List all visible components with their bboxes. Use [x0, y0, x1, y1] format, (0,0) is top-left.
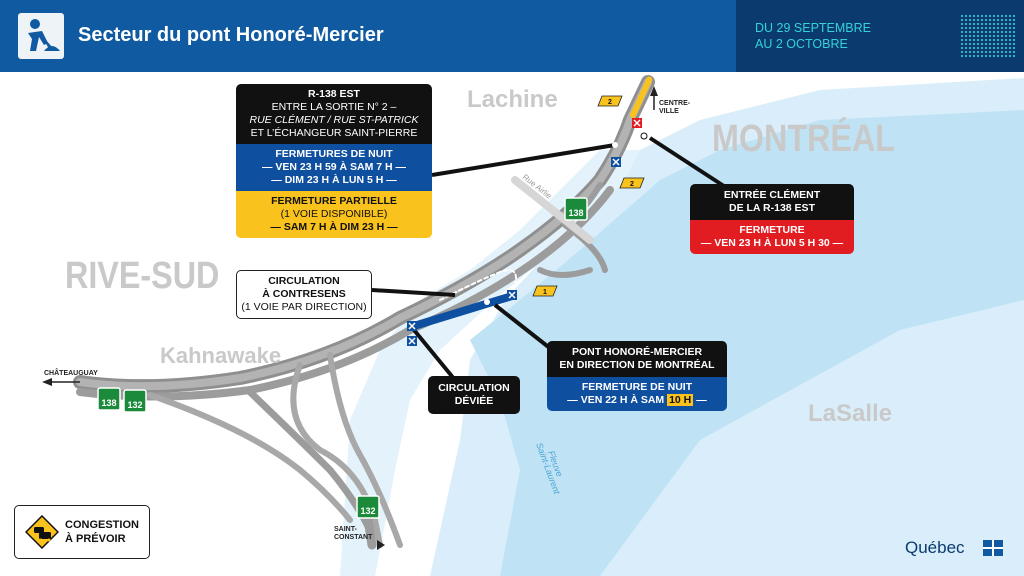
decorative-dots	[960, 14, 1016, 58]
callout-bridge-night: FERMETURE DE NUIT — VEN 22 H À SAM 10 H …	[547, 377, 727, 411]
shield-132-a: 132	[123, 389, 147, 413]
road-138-main-inner	[76, 78, 652, 391]
callout-r138-header: R-138 EST ENTRE LA SORTIE N° 2 – RUE CLÉ…	[236, 84, 432, 144]
callout-detour: CIRCULATION DÉVIÉE	[428, 376, 520, 414]
callout-detour-line2: DÉVIÉE	[454, 395, 494, 407]
callout-clement-closure: ENTRÉE CLÉMENT DE LA R-138 EST FERMETURE…	[690, 184, 854, 254]
road-rue-airlie	[511, 176, 594, 244]
callout-clement-closure-time: FERMETURE — VEN 23 H À LUN 5 H 30 —	[690, 220, 854, 254]
callout-r138-partial: FERMETURE PARTIELLE (1 VOIE DISPONIBLE) …	[236, 191, 432, 238]
label-saint-constant: SAINT- CONSTANT	[334, 526, 372, 542]
label-saint-constant-2: CONSTANT	[334, 534, 373, 541]
label-centre-ville: CENTRE- VILLE	[659, 100, 690, 116]
road-ramp-east	[537, 267, 593, 278]
date-start: DU 29 SEPTEMBRE	[755, 21, 872, 35]
svg-text:132: 132	[127, 400, 142, 410]
svg-text:138: 138	[101, 398, 116, 408]
place-montreal: MONTRÉAL	[712, 118, 896, 160]
direction-arrows	[42, 86, 658, 550]
date-range: DU 29 SEPTEMBRE AU 2 OCTOBRE	[755, 20, 871, 52]
closure-markers	[407, 118, 642, 346]
svg-text:132: 132	[360, 506, 375, 516]
callout-r138-partial-2: — SAM 7 H À DIM 23 H —	[270, 221, 398, 233]
pointer-clement	[648, 136, 732, 192]
callout-r138-night-1: — VEN 23 H 59 À SAM 7 H —	[261, 161, 407, 173]
pointer-contresens	[371, 288, 456, 297]
quebec-logo-text: Québec	[905, 538, 965, 557]
road-138-south	[76, 186, 614, 401]
callout-bridge-night-pre: — VEN 22 H À SAM	[567, 394, 665, 406]
callout-r138-night: FERMETURES DE NUIT — VEN 23 H 59 À SAM 7…	[236, 144, 432, 191]
traffic-jam-icon	[24, 514, 60, 550]
callout-r138-line3: ET L’ÉCHANGEUR SAINT-PIERRE	[250, 127, 418, 139]
callout-clement-closure-title: FERMETURE	[739, 224, 805, 236]
place-kahnawake: Kahnawake	[160, 343, 282, 368]
road-interchange-loop-4	[147, 392, 353, 523]
svg-text:2: 2	[630, 181, 634, 188]
callout-clement-title-1: ENTRÉE CLÉMENT	[723, 189, 821, 201]
date-end: AU 2 OCTOBRE	[755, 37, 848, 51]
place-rive-sud: RIVE-SUD	[65, 255, 220, 297]
legend-line1: CONGESTION	[65, 519, 139, 531]
callout-contraflow-line3: (1 VOIE PAR DIRECTION)	[241, 301, 367, 313]
callout-bridge-header: PONT HONORÉ-MERCIER EN DIRECTION DE MONT…	[547, 341, 727, 377]
callout-r138-partial-1: (1 VOIE DISPONIBLE)	[280, 208, 388, 220]
callout-bridge-night-title: FERMETURE DE NUIT	[581, 381, 693, 393]
callout-bridge-title-2: EN DIRECTION DE MONTRÉAL	[559, 359, 715, 371]
legend-line2: À PRÉVOIR	[65, 533, 126, 545]
exit-sign-1: 1	[532, 285, 558, 297]
callout-detour-line1: CIRCULATION	[438, 382, 510, 394]
callout-clement-header: ENTRÉE CLÉMENT DE LA R-138 EST	[690, 184, 854, 220]
callout-bridge-night-time: — VEN 22 H À SAM 10 H —	[553, 394, 721, 407]
place-lachine: Lachine	[467, 86, 558, 113]
callout-r138-line2: RUE CLÉMENT / RUE ST-PATRICK	[249, 114, 419, 126]
legend-congestion: CONGESTION À PRÉVOIR	[14, 505, 150, 559]
label-saint-constant-1: SAINT-	[334, 526, 357, 533]
callout-bridge-title-1: PONT HONORÉ-MERCIER	[571, 346, 703, 358]
callout-r138-title: R-138 EST	[308, 88, 360, 100]
arrow-chateauguay-icon	[42, 378, 52, 386]
bridge-closure-segment	[410, 292, 516, 330]
callout-clement-closure-value: — VEN 23 H À LUN 5 H 30 —	[700, 237, 844, 249]
exit-sign-2a: 2	[597, 95, 623, 107]
svg-text:2: 2	[608, 99, 612, 106]
label-centre-ville-2: VILLE	[659, 108, 679, 115]
callout-r138-closure: R-138 EST ENTRE LA SORTIE N° 2 – RUE CLÉ…	[236, 84, 432, 238]
callout-contraflow-line1: CIRCULATION	[268, 275, 340, 287]
shield-138-b: 138	[97, 387, 121, 411]
callout-clement-title-2: DE LA R-138 EST	[729, 202, 815, 214]
road-interchange-loop-3	[327, 352, 403, 548]
callout-r138-night-2: — DIM 23 H À LUN 5 H —	[271, 174, 397, 186]
callout-r138-line1: ENTRE LA SORTIE N° 2 –	[271, 101, 397, 113]
place-lasalle: LaSalle	[808, 400, 893, 427]
callout-bridge-night-highlight: 10 H	[667, 394, 694, 406]
svg-text:138: 138	[568, 208, 583, 218]
pointer-deviee	[412, 328, 457, 382]
quebec-flag-icon	[983, 540, 1003, 556]
pointer-r138	[431, 143, 616, 177]
label-centre-ville-1: CENTRE-	[659, 100, 691, 107]
road-worker-icon	[18, 13, 64, 59]
page-title: Secteur du pont Honoré-Mercier	[78, 24, 384, 46]
river-channel	[470, 110, 1024, 576]
arrow-saint-constant-icon	[377, 540, 385, 550]
legend-text: CONGESTION À PRÉVOIR	[65, 518, 139, 546]
contraflow-route	[439, 269, 517, 301]
shield-132-b: 132	[356, 495, 380, 519]
exit-sign-2b: 2	[619, 177, 645, 189]
svg-text:1: 1	[543, 289, 547, 296]
arrow-centre-ville-icon	[650, 86, 658, 96]
construction-zone	[630, 75, 653, 118]
callout-r138-night-title: FERMETURES DE NUIT	[275, 148, 393, 160]
callout-bridge-night-post: —	[696, 394, 707, 406]
callout-r138-partial-title: FERMETURE PARTIELLE	[271, 195, 397, 207]
callout-contraflow-line2: À CONTRESENS	[262, 288, 346, 300]
callout-bridge-closure: PONT HONORÉ-MERCIER EN DIRECTION DE MONT…	[547, 341, 727, 411]
callout-contraflow: CIRCULATION À CONTRESENS (1 VOIE PAR DIR…	[236, 270, 372, 319]
label-chateauguay: CHÂTEAUGUAY	[44, 370, 98, 377]
shield-138-a: 138	[564, 197, 588, 221]
